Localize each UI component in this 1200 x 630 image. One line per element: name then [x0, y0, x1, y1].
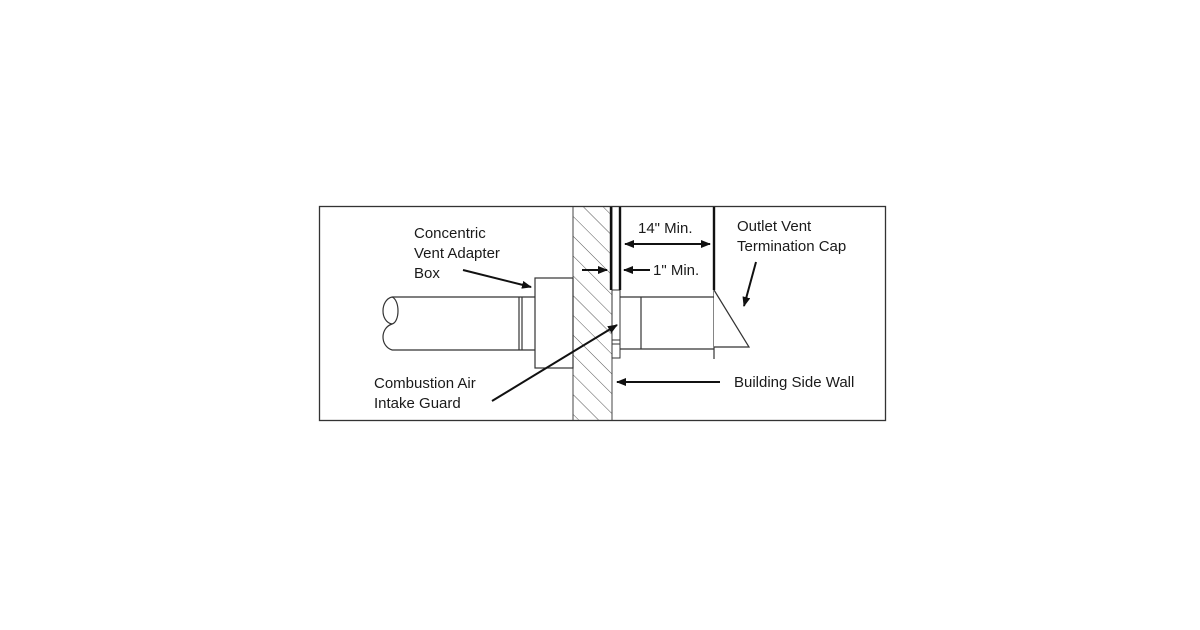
- building-wall: [572, 207, 613, 420]
- termination-cap-label: Outlet Vent Termination Cap: [737, 218, 846, 255]
- dim-14-label: 14" Min.: [638, 220, 693, 237]
- adapter-box: [534, 277, 574, 369]
- side-wall-label: Building Side Wall: [734, 374, 854, 391]
- adapter-box-label: Concentric Vent Adapter Box: [414, 225, 504, 282]
- dimension-lines: [609, 207, 716, 290]
- inlet-pipe: [382, 296, 535, 351]
- intake-guard-label: Combustion Air Intake Guard: [374, 375, 480, 412]
- dim-1-label: 1" Min.: [653, 262, 699, 279]
- termination-cap: [713, 289, 751, 348]
- adapter-box-arrow: [462, 269, 532, 289]
- termination-cap-arrow: [742, 261, 757, 307]
- intake-guard-arrow: [491, 324, 618, 402]
- intake-guard: [611, 289, 621, 359]
